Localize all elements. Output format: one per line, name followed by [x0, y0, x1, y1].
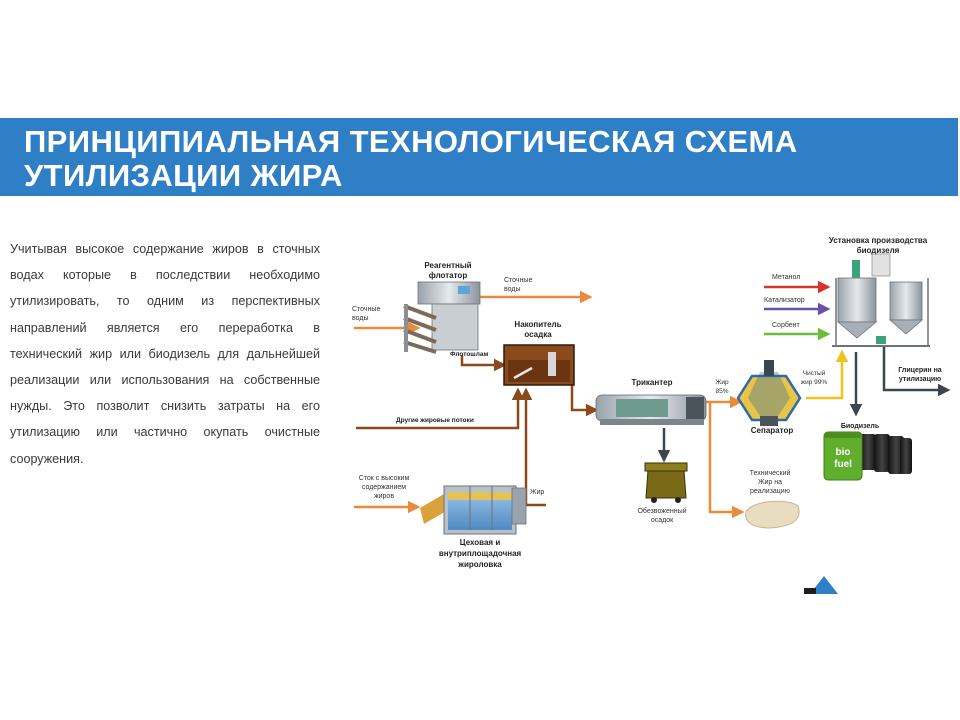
description-text: Учитывая высокое содержание жиров в сточ…: [10, 242, 320, 466]
label-grease-trap-line1: Цеховая и: [460, 538, 501, 547]
biofuel-can-text-line2: fuel: [834, 459, 852, 470]
label-grease-trap-line2: внутриплощадочная: [439, 549, 522, 558]
flow-sludge-to-tricanter: [570, 378, 599, 417]
label-fat85-line1: Жир: [715, 379, 729, 386]
corner-logo-shape: [804, 576, 838, 594]
flow-glycerin: [882, 345, 951, 397]
label-flotator-line2: флотатор: [429, 271, 468, 280]
label-sludge-tank-line1: Накопитель: [514, 320, 561, 329]
biofuel-barrels-illustration: [823, 431, 912, 481]
label-grease-trap-line3: жироловка: [457, 560, 502, 569]
label-sorbent: Сорбент: [772, 321, 801, 329]
flow-flotosludge: [460, 355, 507, 372]
flow-grease-trap-fat: [519, 387, 546, 507]
label-tricanter: Трикантер: [632, 378, 673, 387]
label-methanol: Метанол: [772, 274, 800, 281]
separator-illustration: [736, 360, 802, 426]
label-biodiesel-unit-line1: Установка производства: [829, 236, 928, 245]
label-fat: Жир: [530, 489, 544, 496]
label-sludge-tank-line2: осадка: [524, 330, 552, 339]
label-dewatered-line1: Обезвоженный: [637, 507, 686, 515]
label-flotosludge: Флотошлам: [450, 351, 488, 358]
tricanter-illustration: [595, 394, 707, 425]
grease-trap-illustration: [420, 485, 527, 535]
label-pure-fat-line2: жир 99%: [801, 379, 828, 386]
label-high-fat-line3: жиров: [374, 493, 394, 500]
biofuel-can-text-line1: bio: [836, 447, 851, 458]
page-title-line-2: УТИЛИЗАЦИИ ЖИРА: [24, 158, 343, 193]
biodiesel-plant-illustration: [832, 253, 930, 347]
label-wastewater-out-line1: Сточные: [504, 277, 532, 284]
page-title-line-1: ПРИНЦИПИАЛЬНАЯ ТЕХНОЛОГИЧЕСКАЯ СХЕМА: [24, 124, 798, 159]
sludge-tank-illustration: [503, 344, 575, 386]
label-high-fat-line2: содержанием: [362, 484, 406, 491]
label-glycerin-line2: утилизацию: [899, 376, 941, 383]
label-dewatered-line2: осадок: [651, 517, 674, 524]
label-tech-fat-line1: Технический: [750, 469, 791, 477]
label-glycerin-line1: Глицерин на: [898, 367, 942, 374]
label-tech-fat-line3: реализацию: [750, 488, 790, 495]
flow-pure-fat: [806, 349, 849, 400]
label-fat85-line2: 85%: [715, 388, 728, 395]
reagent-flotator-illustration: [403, 281, 481, 354]
label-catalyst: Катализатор: [764, 297, 805, 304]
label-wastewater-in-line1: Сточные: [352, 306, 380, 313]
label-biodiesel: Биодизель: [841, 423, 880, 430]
label-high-fat-line1: Сток с высоким: [359, 475, 410, 482]
label-wastewater-in-line2: воды: [352, 315, 369, 322]
label-biodiesel-unit-line2: биодизеля: [857, 246, 900, 255]
label-pure-fat-line1: Чистый: [803, 369, 826, 377]
flow-technical-fat: [708, 402, 745, 519]
label-wastewater-out-line2: воды: [504, 286, 521, 293]
technical-fat-block-illustration: [745, 500, 800, 529]
title-band: ПРИНЦИПИАЛЬНАЯ ТЕХНОЛОГИЧЕСКАЯ СХЕМА УТИ…: [0, 118, 958, 196]
label-separator: Сепаратор: [751, 426, 794, 435]
label-other-fat-streams: Другие жировые потоки: [396, 417, 474, 424]
label-flotator-line1: Реагентный: [424, 261, 471, 270]
flow-other-fat-streams: [356, 387, 525, 430]
waste-container-illustration: [644, 462, 688, 503]
label-tech-fat-line2: Жир на: [758, 479, 782, 486]
